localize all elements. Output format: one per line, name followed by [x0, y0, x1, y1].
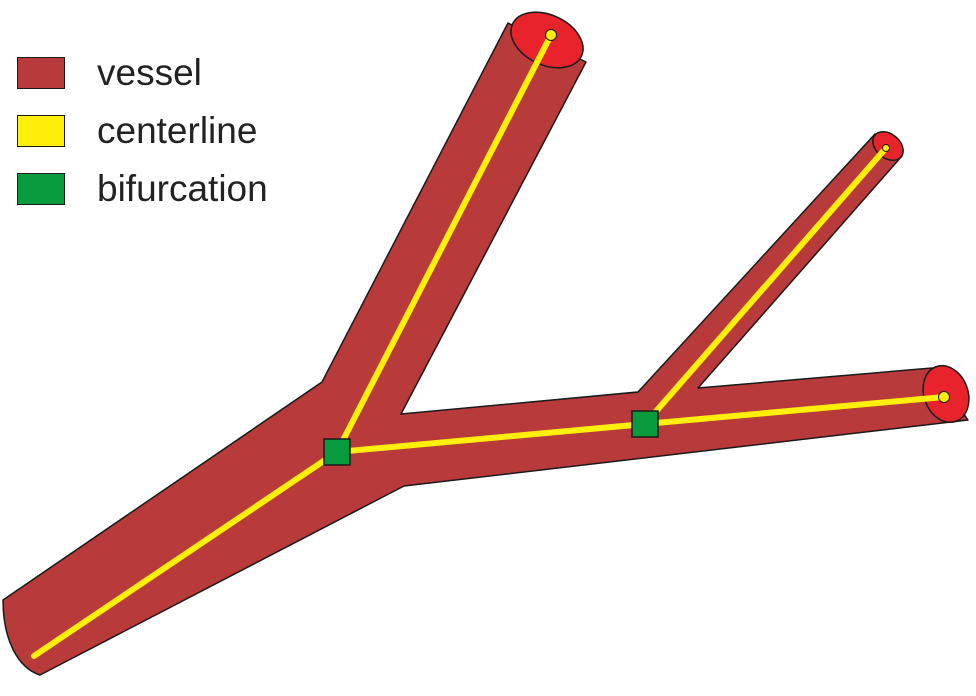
legend-item-bifurcation: bifurcation — [17, 168, 268, 210]
upper-branch-centerline-endpoint — [545, 29, 557, 41]
legend: vessel centerline bifurcation — [17, 52, 268, 210]
legend-swatch-vessel — [17, 57, 65, 89]
legend-item-centerline: centerline — [17, 110, 268, 152]
centerline-main — [334, 421, 648, 455]
legend-label-centerline: centerline — [97, 110, 258, 151]
small-branch-centerline-endpoint — [882, 144, 890, 152]
centerline-small-branch — [642, 145, 889, 427]
legend-label-vessel: vessel — [97, 52, 202, 93]
centerline-upper-branch — [334, 32, 554, 455]
bifurcation-marker-primary — [323, 438, 351, 466]
legend-swatch-centerline — [17, 115, 65, 147]
legend-label-bifurcation: bifurcation — [97, 168, 268, 209]
lower-branch-centerline-endpoint — [938, 391, 950, 403]
bifurcation-marker-secondary — [631, 410, 659, 438]
centerline-trunk — [31, 449, 340, 659]
centerline-lower-branch — [642, 394, 947, 427]
legend-item-vessel: vessel — [17, 52, 268, 94]
legend-swatch-bifurcation — [17, 173, 65, 205]
